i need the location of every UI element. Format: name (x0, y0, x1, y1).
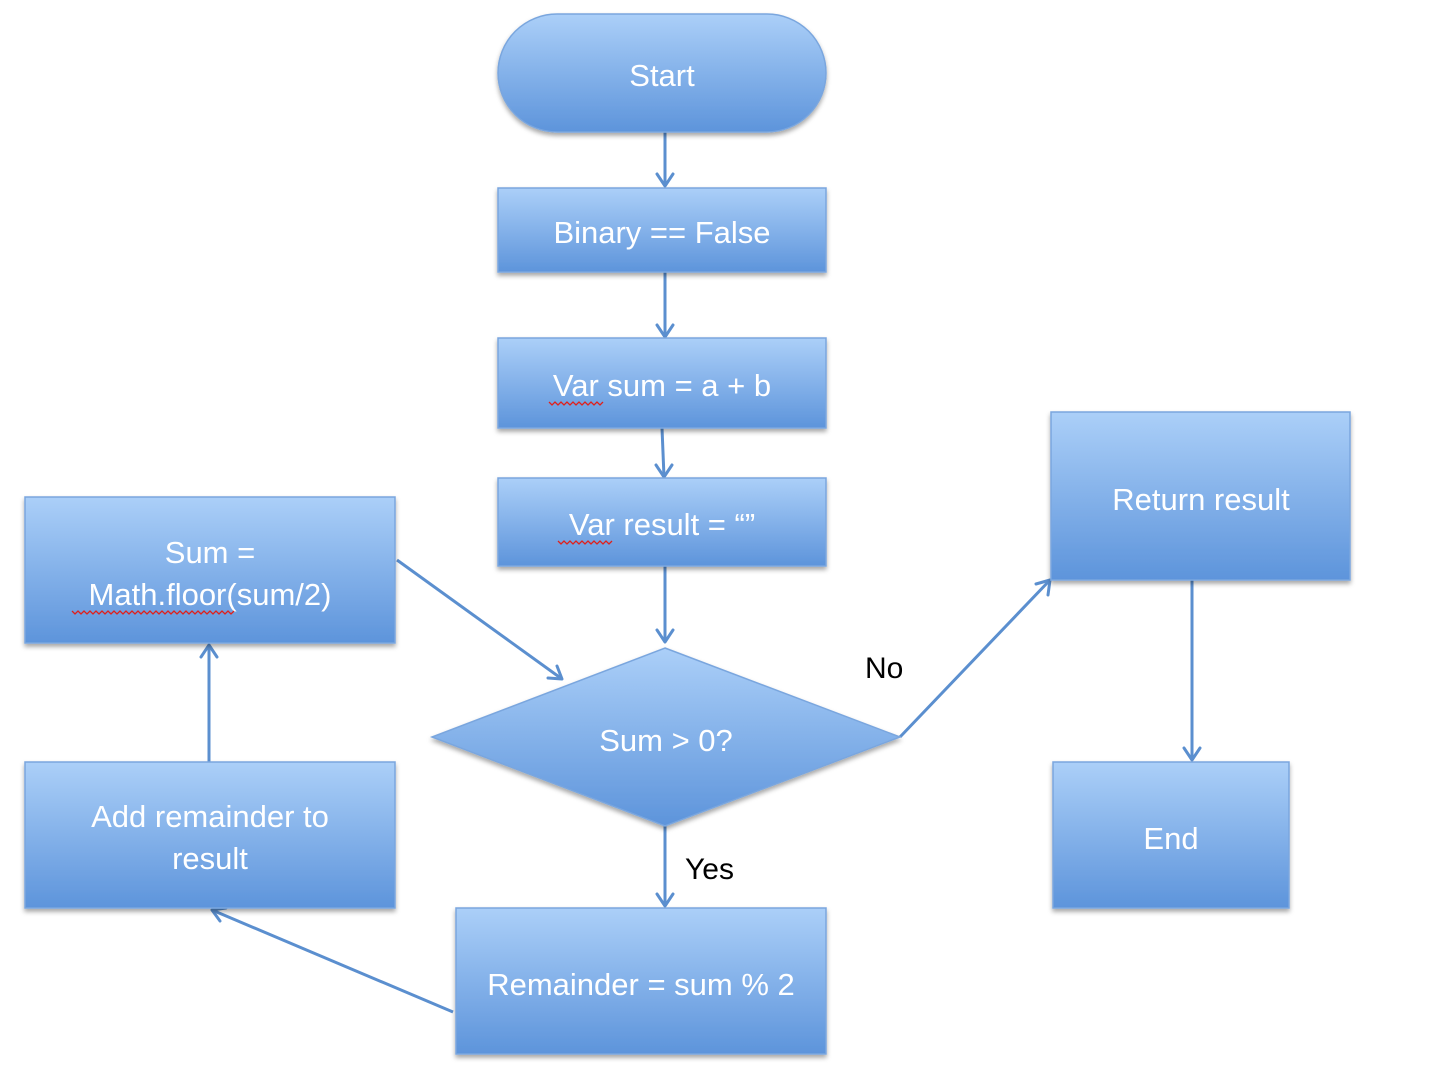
return-result-node: Return result (1050, 411, 1351, 581)
sum-floor-label-line2: Math.floor(sum/2) (89, 577, 332, 612)
spellcheck-underline (548, 401, 604, 406)
sum-floor-label-line1: Sum = (165, 535, 255, 570)
edge-decision-yes-to-remainder (655, 826, 675, 908)
edge-var-sum-to-var-result (654, 427, 674, 479)
edge-sum-floor-to-decision (396, 558, 564, 681)
edge-add-to-sum-floor (199, 643, 219, 762)
edge-return-to-end (1182, 580, 1202, 762)
spellcheck-underline (557, 540, 613, 545)
start-label: Start (629, 58, 695, 93)
remainder-label: Remainder = sum % 2 (487, 967, 795, 1002)
return-result-label: Return result (1112, 482, 1290, 517)
var-result-node: Var result = “” (497, 477, 827, 567)
end-node: End (1052, 761, 1290, 909)
decision-node: Sum > 0? (429, 647, 903, 827)
var-sum-node: Var sum = a + b (497, 337, 827, 429)
var-sum-label: Var sum = a + b (553, 368, 771, 403)
edge-var-result-to-decision (655, 566, 675, 644)
binary-check-label: Binary == False (553, 215, 770, 250)
add-remainder-label-line2: result (172, 841, 248, 876)
edge-decision-no-to-return (898, 578, 1052, 739)
edge-start-to-binary (655, 132, 675, 188)
end-label: End (1143, 821, 1198, 856)
spellcheck-underline (71, 610, 235, 615)
edge-binary-to-var-sum (655, 272, 675, 339)
binary-check-node: Binary == False (497, 187, 827, 273)
add-remainder-label-line1: Add remainder to (91, 799, 329, 834)
decision-label: Sum > 0? (599, 723, 733, 758)
var-result-label: Var result = “” (569, 507, 755, 542)
no-branch-label: No (865, 652, 903, 685)
edge-remainder-to-add (210, 906, 454, 1014)
remainder-node: Remainder = sum % 2 (455, 907, 827, 1055)
sum-floor-node: Sum = Math.floor(sum/2) (24, 496, 396, 644)
add-remainder-node: Add remainder to result (24, 761, 396, 909)
start-node: Start (497, 13, 827, 133)
yes-branch-label: Yes (685, 853, 734, 886)
